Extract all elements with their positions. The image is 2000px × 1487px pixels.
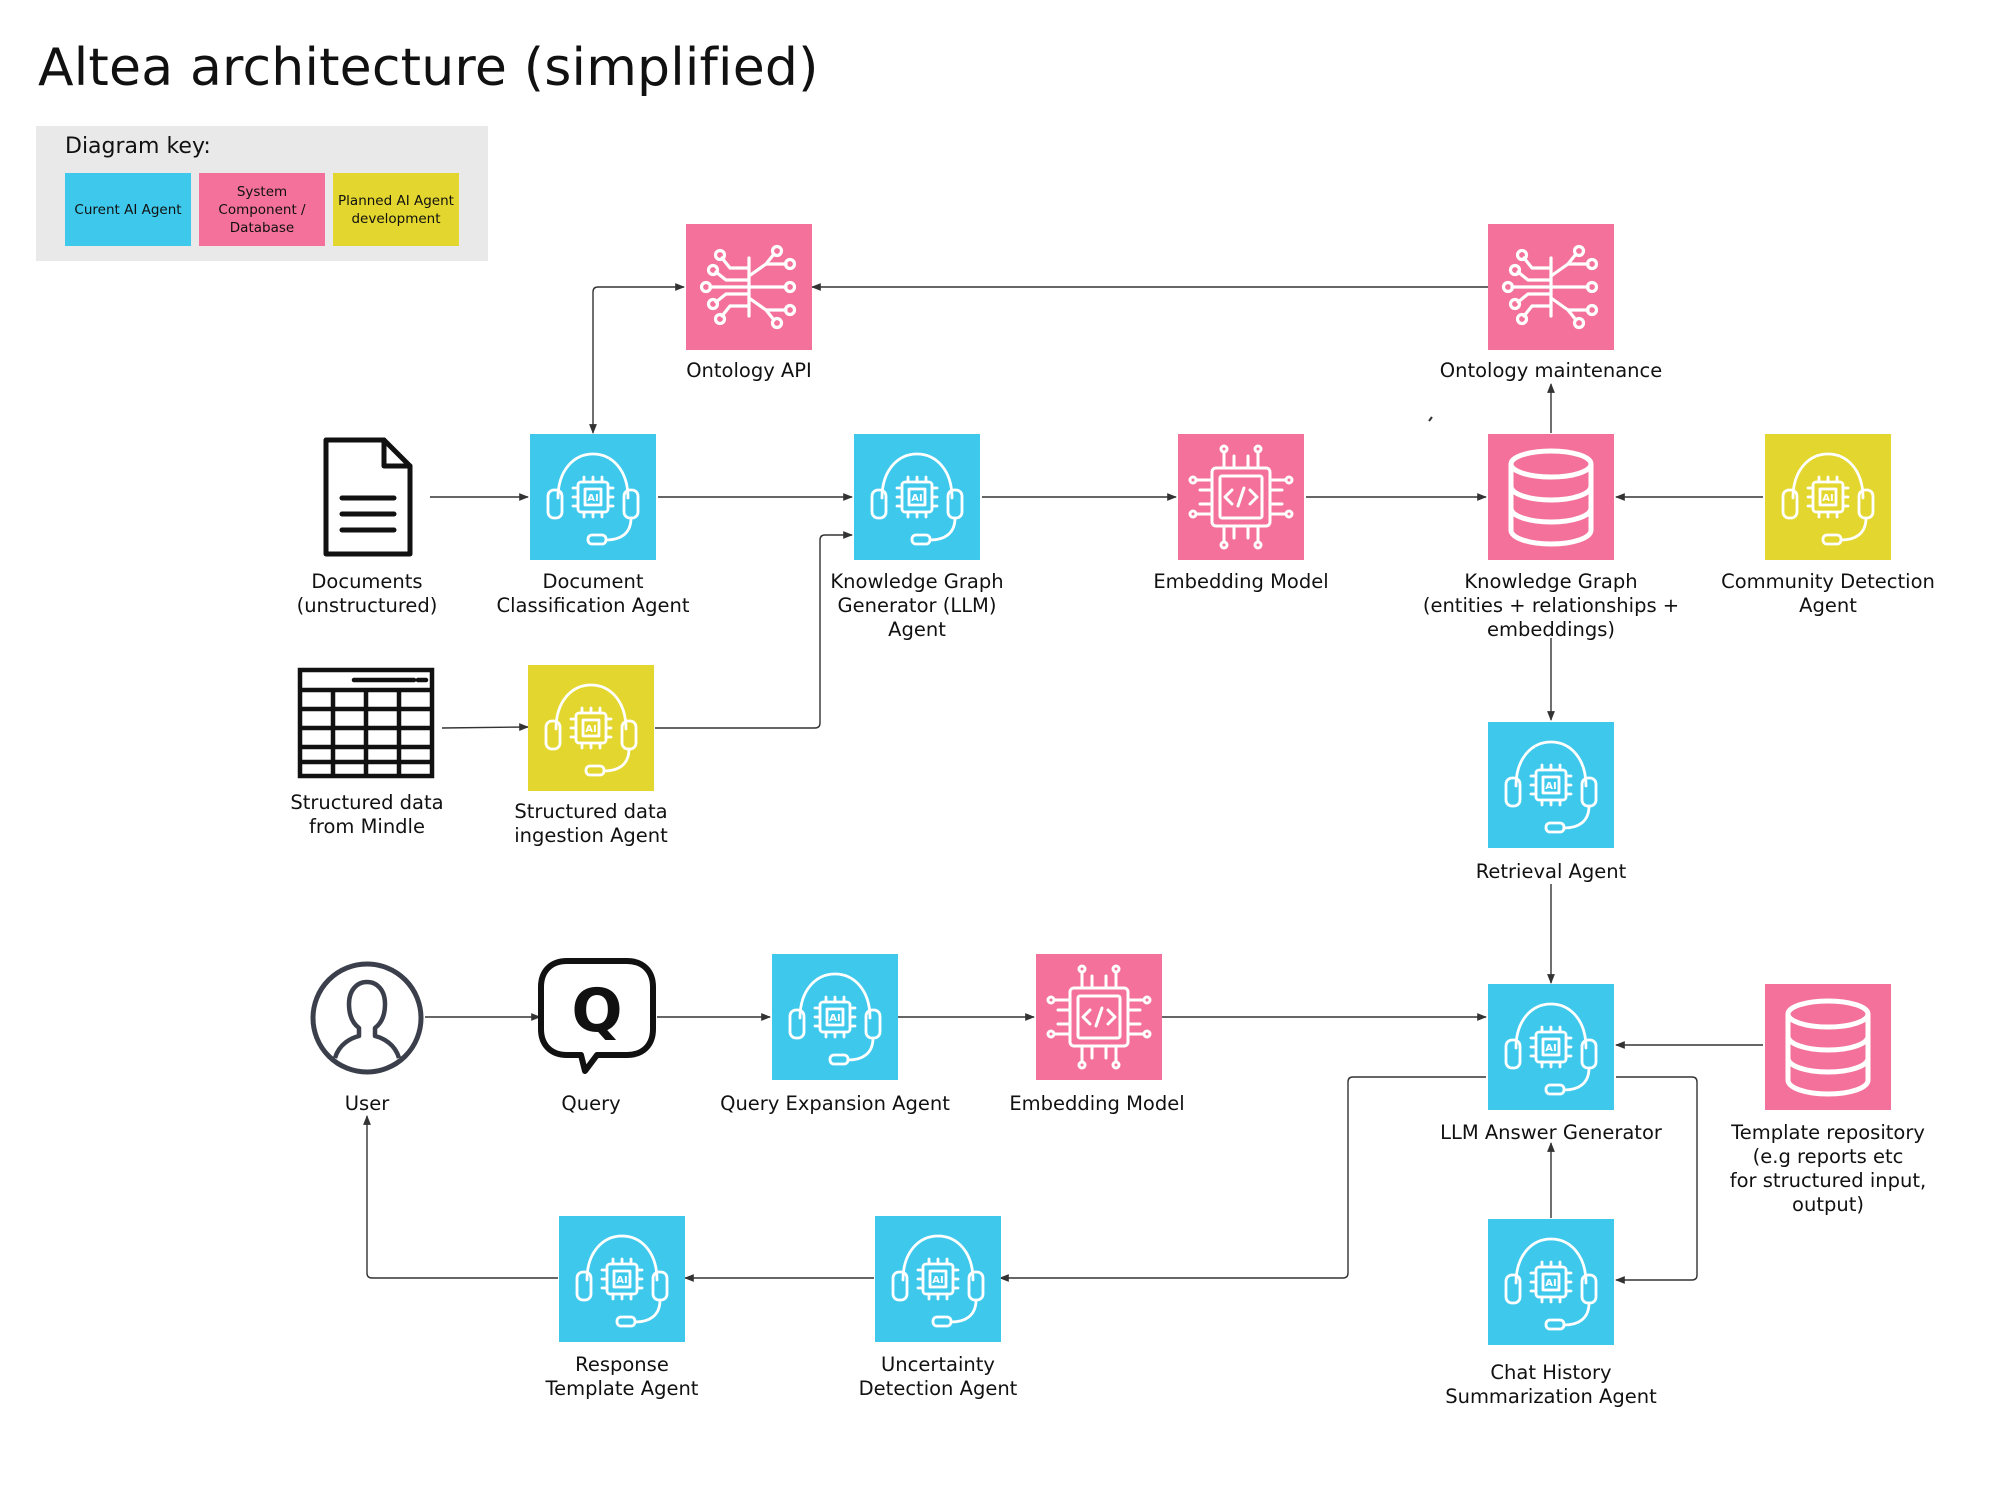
user-icon — [310, 961, 424, 1075]
headset-ai-icon: AI — [530, 434, 656, 560]
headset-ai-icon: AI — [854, 434, 980, 560]
community-detection-agent-node[interactable]: AI — [1765, 434, 1891, 560]
user-node[interactable] — [307, 958, 427, 1078]
query-expansion-agent-node[interactable]: AI — [772, 954, 898, 1080]
uncertainty-detection-agent-node[interactable]: AI — [875, 1216, 1001, 1342]
headset-ai-icon: AI — [559, 1216, 685, 1342]
ontology-maintenance-node[interactable] — [1488, 224, 1614, 350]
embedding-model-top-label: Embedding Model — [1153, 570, 1329, 593]
ontology-api-node[interactable] — [686, 224, 812, 350]
database-icon — [1488, 434, 1614, 560]
ontology-api-label: Ontology API — [686, 359, 812, 382]
knowledge-graph-label: Knowledge Graph (entities + relationship… — [1422, 570, 1680, 641]
headset-ai-icon: AI — [1488, 722, 1614, 848]
svg-text:Q: Q — [571, 976, 622, 1046]
structured-ingestion-agent-label: Structured data ingestion Agent — [514, 800, 668, 847]
response-template-agent-node[interactable]: AI — [559, 1216, 685, 1342]
tree-icon — [686, 224, 812, 350]
headset-ai-icon: AI — [1488, 984, 1614, 1110]
template-repository-label: Template repository (e.g reports etc for… — [1729, 1121, 1927, 1216]
svg-text:AI: AI — [1545, 781, 1556, 792]
template-repository-node[interactable] — [1765, 984, 1891, 1110]
user-label: User — [344, 1092, 390, 1115]
arrow-api-doc-classification — [589, 283, 685, 434]
embedding-model-top-node[interactable] — [1178, 434, 1304, 560]
svg-text:AI: AI — [616, 1275, 627, 1286]
svg-text:AI: AI — [1822, 493, 1833, 504]
embedding-model-bottom-node[interactable] — [1036, 954, 1162, 1080]
query-label: Query — [561, 1092, 621, 1115]
key-system-component: System Component / Database — [199, 173, 325, 246]
svg-text:AI: AI — [1545, 1043, 1556, 1054]
headset-ai-icon: AI — [875, 1216, 1001, 1342]
svg-text:AI: AI — [585, 724, 596, 735]
ontology-maintenance-label: Ontology maintenance — [1439, 359, 1663, 382]
query-bubble-icon: Q — [538, 958, 656, 1074]
arrow-llm-answer-to-chat-history — [1615, 1076, 1698, 1284]
knowledge-graph-node[interactable] — [1488, 434, 1614, 560]
query-expansion-agent-label: Query Expansion Agent — [720, 1092, 950, 1115]
svg-text:AI: AI — [587, 493, 598, 504]
response-template-agent-label: Response Template Agent — [545, 1353, 699, 1400]
retrieval-agent-node[interactable]: AI — [1488, 722, 1614, 848]
llm-answer-generator-label: LLM Answer Generator — [1440, 1121, 1662, 1144]
structured-data-node[interactable] — [296, 666, 436, 781]
key-planned-agent: Planned AI Agent development — [333, 173, 459, 246]
chat-history-agent-node[interactable]: AI — [1488, 1219, 1614, 1345]
diagram-key-title: Diagram key: — [65, 134, 211, 159]
diagram-title: Altea architecture (simplified) — [38, 38, 819, 98]
structured-ingestion-agent-node[interactable]: AI — [528, 665, 654, 791]
headset-ai-icon: AI — [1488, 1219, 1614, 1345]
doc-classification-agent-label: Document Classification Agent — [496, 570, 690, 617]
arrow-llm-answer-to-uncertainty — [999, 1076, 1486, 1282]
headset-ai-icon: AI — [1765, 434, 1891, 560]
headset-ai-icon: AI — [772, 954, 898, 1080]
table-icon — [297, 667, 435, 779]
doc-classification-agent-node[interactable]: AI — [530, 434, 656, 560]
query-node[interactable]: Q — [537, 955, 657, 1075]
documents-node[interactable] — [304, 434, 430, 560]
retrieval-agent-label: Retrieval Agent — [1475, 860, 1627, 883]
uncertainty-detection-agent-label: Uncertainty Detection Agent — [858, 1353, 1018, 1400]
arrow-response-template-to-user — [363, 1115, 558, 1279]
chip-code-icon — [1036, 954, 1162, 1080]
documents-label: Documents (unstructured) — [296, 570, 438, 617]
svg-text:AI: AI — [932, 1275, 943, 1286]
embedding-model-bottom-label: Embedding Model — [1009, 1092, 1185, 1115]
kg-generator-agent-label: Knowledge Graph Generator (LLM) Agent — [830, 570, 1004, 641]
kg-generator-agent-node[interactable]: AI — [854, 434, 980, 560]
tree-icon — [1488, 224, 1614, 350]
chat-history-agent-label: Chat History Summarization Agent — [1445, 1361, 1657, 1408]
stray-mark — [1428, 416, 1433, 422]
svg-text:AI: AI — [911, 493, 922, 504]
headset-ai-icon: AI — [528, 665, 654, 791]
community-detection-agent-label: Community Detection Agent — [1721, 570, 1935, 617]
chip-code-icon — [1178, 434, 1304, 560]
database-icon — [1765, 984, 1891, 1110]
diagram-key: Diagram key: Curent AI Agent System Comp… — [36, 126, 488, 261]
structured-data-label: Structured data from Mindle — [290, 791, 444, 838]
svg-text:AI: AI — [1545, 1278, 1556, 1289]
key-current-agent: Curent AI Agent — [65, 173, 191, 246]
arrow-structured-data-to-ingestion — [441, 723, 529, 732]
llm-answer-generator-node[interactable]: AI — [1488, 984, 1614, 1110]
document-icon — [323, 437, 413, 557]
svg-text:AI: AI — [829, 1013, 840, 1024]
arrow-ingestion-to-kg-generator — [655, 531, 853, 729]
